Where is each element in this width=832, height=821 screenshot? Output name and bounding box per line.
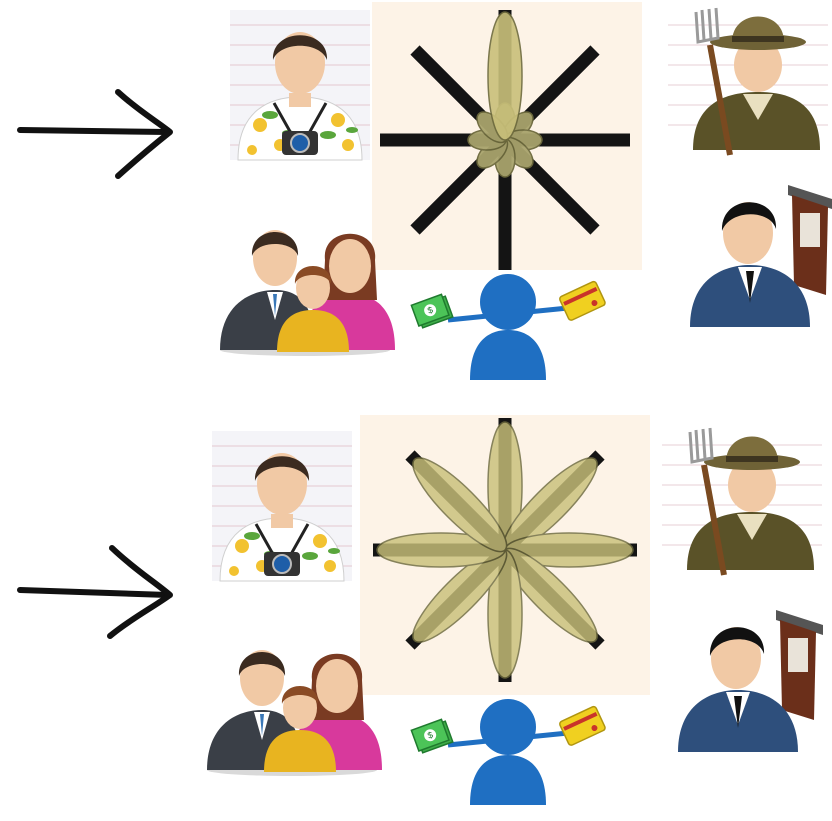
top-arrow-icon: [17, 89, 173, 179]
consumer-icon: [411, 274, 606, 380]
farmer-icon: [668, 5, 828, 155]
family-icon: [207, 650, 382, 776]
tourist-icon: [210, 429, 354, 583]
bottom-star: [373, 418, 637, 682]
top-panel: [17, 5, 832, 380]
top-star: [380, 10, 630, 270]
bottom-arrow-icon: [17, 545, 173, 639]
family-icon: [220, 230, 395, 356]
top-star-main-petal: [487, 11, 523, 141]
tourist-icon: [228, 8, 372, 162]
politician-icon: [668, 177, 832, 333]
bottom-star-petals: [376, 421, 634, 679]
consumer-icon: [411, 699, 606, 805]
bottom-panel: [17, 418, 823, 805]
farmer-icon: [662, 425, 822, 575]
politician-icon: [656, 602, 823, 758]
